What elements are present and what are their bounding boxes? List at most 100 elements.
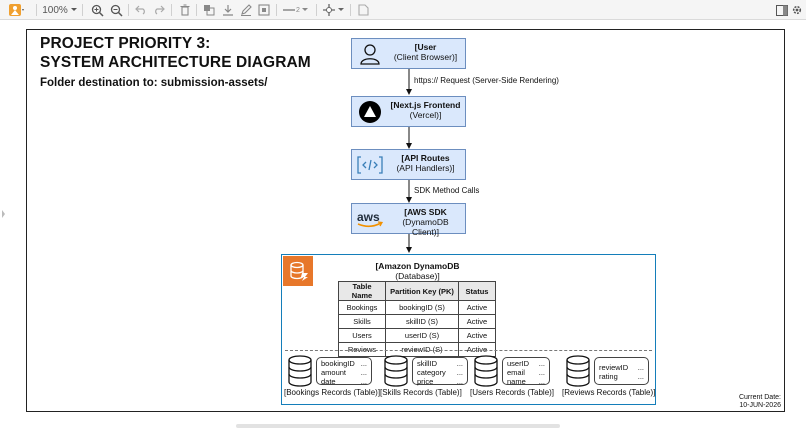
node-nextjs-subtitle: (Vercel)] [409, 110, 442, 120]
table-cell: Active [458, 314, 496, 329]
table-row: Bookings bookingID (S) Active [338, 300, 496, 315]
table-row: Skills skillID (S) Active [338, 314, 496, 329]
edge-label-request[interactable]: https:// Request (Server-Side Rendering) [414, 76, 559, 85]
table-header-row: Table Name Partition Key (PK) Status [338, 281, 496, 301]
to-front-icon [204, 5, 215, 16]
code-icon [356, 153, 384, 177]
settings-button[interactable] [790, 2, 804, 18]
record-label: [Bookings Records (Table)] [284, 388, 381, 397]
node-api-routes[interactable]: [API Routes(API Handlers)] [351, 149, 466, 180]
table-row: Users userID (S) Active [338, 328, 496, 343]
sidebar-expand-icon[interactable] [2, 210, 6, 218]
pencil-icon [241, 4, 252, 16]
edit-style-button[interactable] [356, 2, 370, 18]
zoom-select[interactable]: 100% [42, 2, 78, 18]
format-panel-button[interactable] [774, 2, 790, 18]
field-value: ... [360, 368, 367, 377]
panel-icon [776, 4, 788, 16]
field-name: bookingID [321, 359, 355, 368]
shapes-menu-button[interactable] [5, 2, 27, 18]
field-name: price [417, 377, 434, 386]
node-user[interactable]: [User(Client Browser)] [351, 38, 466, 69]
dynamodb-title: [Amazon DynamoDB(Database)] [360, 261, 475, 281]
field-value: ... [538, 368, 545, 377]
node-aws-sdk[interactable]: aws [AWS SDK(DynamoDB Client)] [351, 203, 466, 237]
field-name: email [507, 368, 525, 377]
node-nextjs-frontend[interactable]: [Next.js Frontend(Vercel)] [351, 96, 466, 127]
redo-icon [155, 5, 165, 15]
toolbar: 100% 2 [0, 0, 806, 20]
table-cell: Active [458, 342, 496, 357]
field-name: userID [507, 359, 530, 368]
to-front-button[interactable] [202, 2, 216, 18]
current-date-value: 10-JUN-2026 [739, 402, 781, 409]
field-value: ... [538, 359, 545, 368]
field-value: ... [360, 359, 367, 368]
node-api-title: [API Routes [401, 153, 450, 163]
diagram-title-line1[interactable]: PROJECT PRIORITY 3: [40, 35, 211, 52]
waypoints-select[interactable] [322, 2, 346, 18]
record-label: [Skills Records (Table)] [380, 388, 462, 397]
chevron-down-icon [70, 8, 77, 11]
record-fields: reviewID... rating... [594, 357, 649, 385]
table-cell: Users [338, 328, 386, 343]
field-value: ... [637, 363, 644, 372]
table-cell: bookingID (S) [385, 300, 459, 315]
shadow-button[interactable] [257, 2, 271, 18]
document-icon [357, 4, 369, 16]
table-cell: userID (S) [385, 328, 459, 343]
current-date-label: Current Date: [738, 394, 781, 401]
zoom-out-icon [110, 4, 123, 17]
zoom-value: 100% [42, 4, 68, 16]
horizontal-scrollbar[interactable] [236, 424, 560, 428]
waypoint-icon [323, 4, 335, 16]
redo-button[interactable] [152, 2, 166, 18]
node-aws-subtitle: (DynamoDB Client)] [402, 217, 449, 237]
line-style-select[interactable]: 2 [282, 2, 310, 18]
zoom-in-button[interactable] [89, 2, 105, 18]
undo-button[interactable] [134, 2, 148, 18]
zoom-out-button[interactable] [108, 2, 124, 18]
zoom-in-icon [91, 4, 104, 17]
field-value: ... [456, 359, 463, 368]
to-back-icon [223, 5, 233, 16]
user-icon [356, 42, 384, 66]
node-user-subtitle: (Client Browser)] [393, 52, 458, 62]
node-api-subtitle: (API Handlers)] [396, 163, 455, 173]
delete-button[interactable] [178, 2, 192, 18]
diagram-title-line2[interactable]: SYSTEM ARCHITECTURE DIAGRAM [40, 54, 311, 71]
table-cell: Active [458, 328, 496, 343]
diagram-frame[interactable] [26, 29, 785, 412]
current-date[interactable]: Current Date: 10-JUN-2026 [728, 394, 781, 410]
field-name: name [507, 377, 526, 386]
table-cell: Active [458, 300, 496, 315]
diagram-subtitle[interactable]: Folder destination to: submission-assets… [40, 77, 268, 89]
tables-status-table[interactable]: Table Name Partition Key (PK) Status Boo… [338, 281, 496, 357]
field-value: ... [360, 377, 367, 386]
field-name: category [417, 368, 446, 377]
shapes-icon [9, 4, 24, 16]
undo-icon [135, 5, 145, 15]
line-width-value: 2 [296, 6, 300, 14]
database-cylinder-icon [288, 355, 312, 387]
node-user-title: [User [414, 42, 437, 52]
table-cell: skillID (S) [385, 314, 459, 329]
to-back-button[interactable] [221, 2, 235, 18]
diagram-canvas[interactable]: PROJECT PRIORITY 3: SYSTEM ARCHITECTURE … [0, 20, 806, 428]
field-name: skillID [417, 359, 437, 368]
node-nextjs-title: [Next.js Frontend [390, 100, 461, 110]
chevron-down-icon [301, 8, 308, 11]
line-icon [283, 9, 296, 11]
record-fields: userID... email... name... [502, 357, 550, 386]
fill-color-button[interactable] [239, 2, 253, 18]
table-cell: Skills [338, 314, 386, 329]
database-cylinder-icon [566, 355, 590, 387]
edge-label-sdk-calls[interactable]: SDK Method Calls [414, 186, 480, 195]
aws-logo-text: aws [357, 210, 380, 224]
header-table-name: Table Name [338, 281, 386, 301]
nextjs-icon [356, 100, 384, 124]
gear-icon [792, 5, 802, 15]
aws-icon: aws [356, 207, 384, 231]
database-cylinder-icon [384, 355, 408, 387]
table-cell: Bookings [338, 300, 386, 315]
